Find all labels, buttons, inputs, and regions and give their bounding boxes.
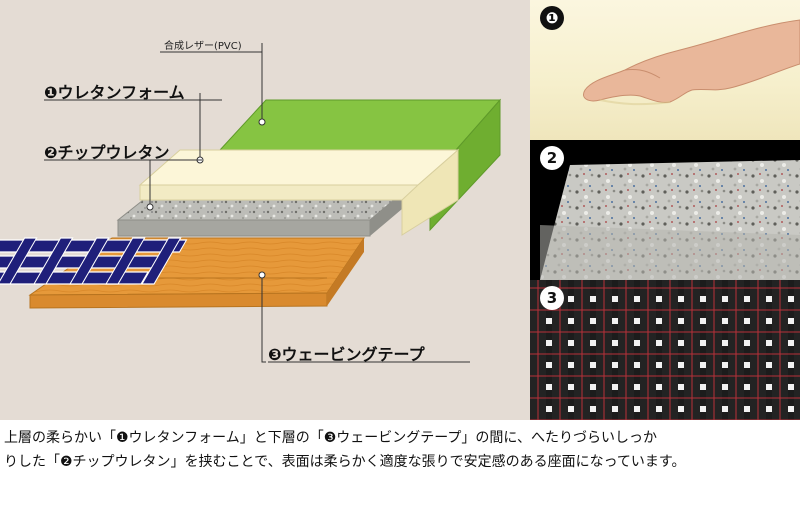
hand-pressing-foam-image bbox=[583, 19, 800, 106]
webbing-tape-weave bbox=[0, 237, 188, 285]
chip-number-badge: 2 bbox=[540, 146, 564, 170]
chip-urethane-side bbox=[370, 193, 402, 236]
chip-urethane-photo: 2 bbox=[530, 140, 800, 280]
caption-line-1: 上層の柔らかい「❶ウレタンフォーム」と下層の「❸ウェービングテープ」の間に、へた… bbox=[4, 430, 657, 446]
chip-urethane-label: ❷チップウレタン bbox=[44, 143, 170, 162]
wood-frame-side bbox=[327, 238, 364, 306]
urethane-foam-front bbox=[139, 184, 419, 201]
webbing-tape-photo: 3 bbox=[530, 280, 800, 420]
caption-text: 上層の柔らかい「❶ウレタンフォーム」と下層の「❸ウェービングテープ」の間に、へた… bbox=[4, 426, 800, 474]
webbing-number-badge: 3 bbox=[540, 286, 564, 310]
chip-urethane-front bbox=[117, 219, 371, 237]
chip-leader-dot bbox=[146, 203, 154, 211]
webbing-leader bbox=[261, 275, 266, 363]
urethane-foam-label: ❶ウレタンフォーム bbox=[44, 83, 185, 102]
webbing-leader-dot bbox=[258, 271, 266, 279]
chip-urethane-texture-image bbox=[540, 160, 800, 280]
foam-number-badge: ❶ bbox=[540, 6, 564, 30]
wood-frame-front bbox=[29, 292, 328, 309]
urethane-foam-side bbox=[401, 148, 459, 236]
urethane-foam-photo: ❶ bbox=[530, 0, 800, 140]
webbing-tape-label: ❸ウェービングテープ bbox=[268, 345, 425, 364]
pvc-leader-dot bbox=[258, 118, 266, 126]
pvc-label: 合成レザー(PVC) bbox=[164, 41, 242, 52]
webbing-weave-image bbox=[530, 280, 800, 420]
caption-line-2: りした「❷チップウレタン」を挟むことで、表面は柔らかく適度な張りで安定感のある座… bbox=[4, 454, 686, 470]
layer-diagram bbox=[0, 43, 502, 363]
layer-diagram-panel: 合成レザー(PVC) ❶ウレタンフォーム ❷チップウレタン ❸ウェービングテープ bbox=[0, 0, 530, 420]
urethane-foam-top bbox=[138, 149, 460, 186]
